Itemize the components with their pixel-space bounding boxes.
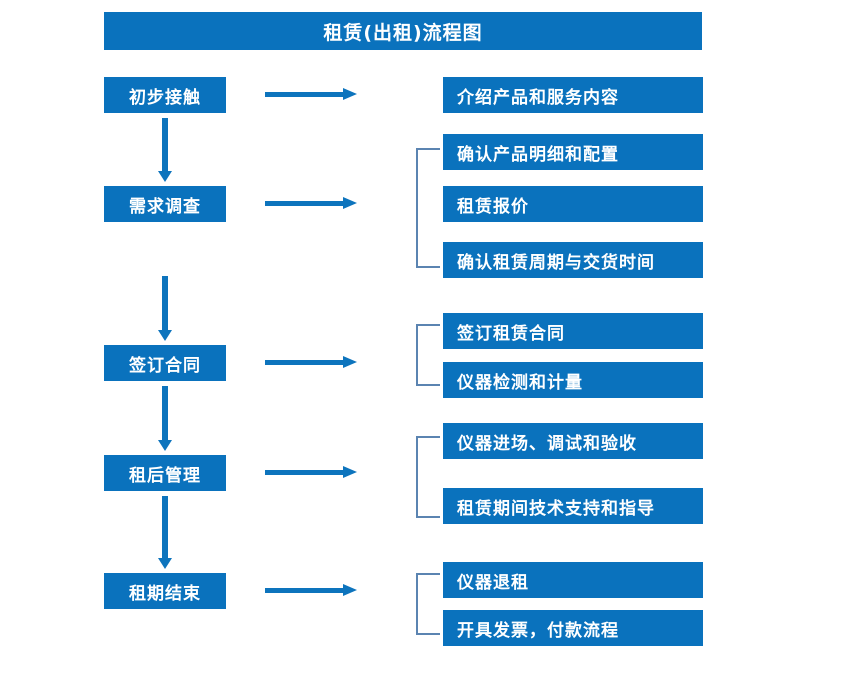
- arrow-head-down-icon: [158, 330, 172, 341]
- arrow-shaft: [162, 496, 168, 558]
- horizontal-arrow-stage3: [265, 356, 357, 369]
- arrow-head-right-icon: [343, 197, 357, 209]
- stage-box-chubu-jiechu[interactable]: 初步接触: [104, 77, 226, 113]
- detail-box-qianding-zulin-hetong[interactable]: 签订租赁合同: [443, 313, 703, 349]
- stage-box-qianding-hetong[interactable]: 签订合同: [104, 345, 226, 381]
- arrow-shaft: [265, 92, 343, 97]
- arrow-head-down-icon: [158, 558, 172, 569]
- arrow-head-right-icon: [343, 584, 357, 596]
- detail-box-queren-chanpin-mingxi[interactable]: 确认产品明细和配置: [443, 134, 703, 170]
- arrow-head-right-icon: [343, 466, 357, 478]
- arrow-head-down-icon: [158, 171, 172, 182]
- horizontal-arrow-stage5: [265, 584, 357, 597]
- arrow-shaft: [162, 276, 168, 330]
- group-bracket-zuhou-guanli: [416, 436, 440, 518]
- detail-box-jieshao-chanpin[interactable]: 介绍产品和服务内容: [443, 77, 703, 113]
- arrow-head-down-icon: [158, 440, 172, 451]
- stage-box-zuqi-jieshu[interactable]: 租期结束: [104, 573, 226, 609]
- group-bracket-qianding-hetong: [416, 324, 440, 386]
- horizontal-arrow-stage1: [265, 88, 357, 101]
- arrow-shaft: [162, 118, 168, 171]
- arrow-head-right-icon: [343, 356, 357, 368]
- arrow-shaft: [265, 201, 343, 206]
- diagram-title: 租赁(出租)流程图: [104, 12, 702, 50]
- arrow-shaft: [162, 386, 168, 440]
- detail-box-yiqi-jinchang-tiaoshi[interactable]: 仪器进场、调试和验收: [443, 423, 703, 459]
- vertical-arrow-stage2-to-stage3: [158, 276, 172, 341]
- arrow-shaft: [265, 470, 343, 475]
- group-bracket-zuqi-jieshu: [416, 573, 440, 635]
- detail-box-kaiju-fapiao-fukuan[interactable]: 开具发票，付款流程: [443, 610, 703, 646]
- group-bracket-xuqiu-diaocha: [416, 148, 440, 268]
- detail-box-yiqi-tuizu[interactable]: 仪器退租: [443, 562, 703, 598]
- detail-box-zulin-qijian-jishu-zhichi[interactable]: 租赁期间技术支持和指导: [443, 488, 703, 524]
- arrow-shaft: [265, 360, 343, 365]
- arrow-head-right-icon: [343, 88, 357, 100]
- stage-box-zuhou-guanli[interactable]: 租后管理: [104, 455, 226, 491]
- vertical-arrow-stage3-to-stage4: [158, 386, 172, 451]
- arrow-shaft: [265, 588, 343, 593]
- vertical-arrow-stage1-to-stage2: [158, 118, 172, 182]
- detail-box-zulin-baojia[interactable]: 租赁报价: [443, 186, 703, 222]
- detail-box-yiqi-jiance-jiliang[interactable]: 仪器检测和计量: [443, 362, 703, 398]
- detail-box-queren-zulin-zhouqi[interactable]: 确认租赁周期与交货时间: [443, 242, 703, 278]
- vertical-arrow-stage4-to-stage5: [158, 496, 172, 569]
- horizontal-arrow-stage2: [265, 197, 357, 210]
- horizontal-arrow-stage4: [265, 466, 357, 479]
- stage-box-xuqiu-diaocha[interactable]: 需求调查: [104, 186, 226, 222]
